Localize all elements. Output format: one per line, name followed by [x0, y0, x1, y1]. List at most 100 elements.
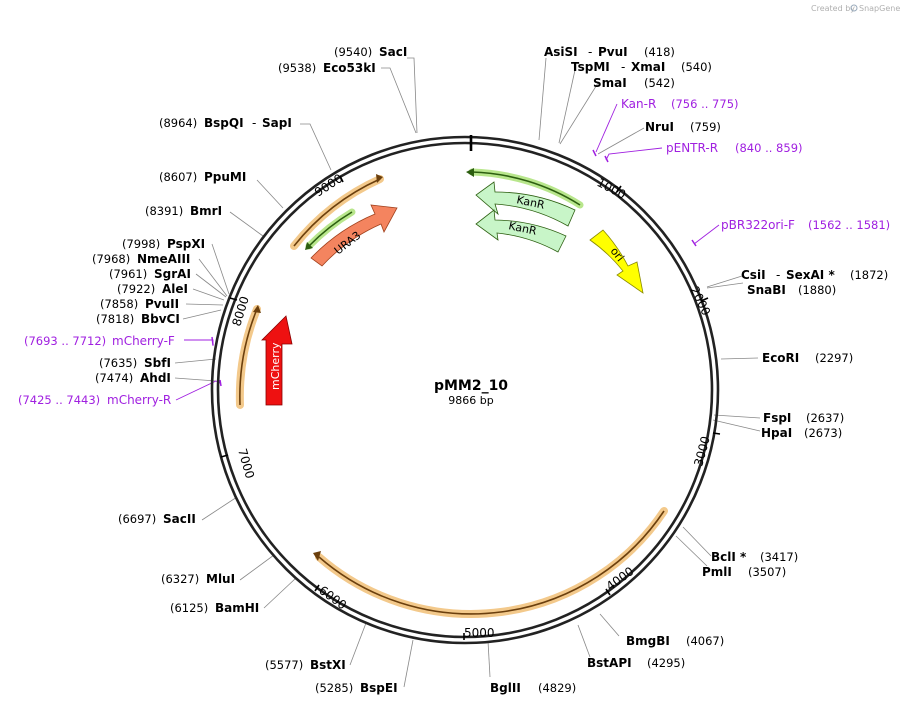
svg-text:PmlI: PmlI — [702, 565, 732, 579]
svg-text:(7635): (7635) — [99, 356, 137, 370]
plasmid-name: pMM2_10 — [434, 378, 508, 394]
enzyme-bamhi[interactable]: (6125) BamHI — [170, 601, 259, 615]
credit-prefix: Created by — [811, 4, 855, 13]
svg-text:(8391): (8391) — [145, 204, 183, 218]
enzyme-sacii[interactable]: (6697) SacII — [118, 512, 196, 526]
enzyme-ecori[interactable]: EcoRI (2297) — [762, 351, 853, 365]
svg-text:(540): (540) — [681, 60, 712, 74]
svg-text:(9540): (9540) — [334, 45, 372, 59]
svg-text:(7998): (7998) — [122, 237, 160, 251]
primer-mcherry-r[interactable]: (7425 .. 7443) mCherry-R — [18, 393, 171, 407]
enzyme-tspmi[interactable]: TspMI - XmaI (540) — [571, 60, 712, 74]
enzyme-bglii[interactable]: BglII (4829) — [490, 681, 576, 695]
enzyme-saci[interactable]: (9540) SacI — [334, 45, 407, 59]
enzyme-asisi[interactable]: AsiSI - PvuI (418) — [544, 45, 675, 59]
enzyme-ppumi[interactable]: (8607) PpuMI — [159, 170, 246, 184]
svg-text:SbfI: SbfI — [144, 356, 171, 370]
svg-text:(6125): (6125) — [170, 601, 208, 615]
svg-text:(6327): (6327) — [161, 572, 199, 586]
enzyme-snabi[interactable]: SnaBI (1880) — [747, 283, 836, 297]
svg-text:SacI: SacI — [379, 45, 407, 59]
svg-text:mCherry-R: mCherry-R — [107, 393, 171, 407]
enzyme-nmeaiii[interactable]: (7968) NmeAIII — [92, 252, 190, 266]
orf-arc-large-head — [313, 551, 321, 561]
svg-text:(2637): (2637) — [806, 411, 844, 425]
primer-pentr-r[interactable]: pENTR-R (840 .. 859) — [666, 141, 803, 155]
svg-text:BspEI: BspEI — [360, 681, 398, 695]
enzyme-eco53ki[interactable]: (9538) Eco53kI — [278, 61, 376, 75]
tick-label-2000: 2000 — [687, 284, 713, 318]
enzyme-pvuii[interactable]: (7858) PvuII — [100, 297, 179, 311]
svg-text:(7961): (7961) — [109, 267, 147, 281]
svg-text:TspMI: TspMI — [571, 60, 610, 74]
svg-text:(5577): (5577) — [265, 658, 303, 672]
svg-text:BstXI: BstXI — [310, 658, 346, 672]
svg-text:-: - — [621, 60, 625, 74]
enzyme-sbfi[interactable]: (7635) SbfI — [99, 356, 171, 370]
svg-text:AsiSI: AsiSI — [544, 45, 578, 59]
enzyme-bstxi[interactable]: (5577) BstXI — [265, 658, 346, 672]
primer-mcherry-f[interactable]: (7693 .. 7712) mCherry-F — [24, 334, 175, 348]
feature-kanr-1: KanR — [475, 181, 576, 227]
svg-text:(1880): (1880) — [798, 283, 836, 297]
primer-leaders — [175, 103, 720, 401]
enzyme-bspqi[interactable]: (8964) BspQI - SapI — [159, 116, 292, 130]
svg-text:Kan-R: Kan-R — [621, 97, 656, 111]
svg-text:(2297): (2297) — [815, 351, 853, 365]
svg-text:-: - — [252, 116, 256, 130]
svg-text:(1562 .. 1581): (1562 .. 1581) — [808, 218, 890, 232]
position-ticks — [220, 175, 721, 640]
svg-text:BspQI: BspQI — [204, 116, 244, 130]
enzyme-smai[interactable]: SmaI (542) — [593, 76, 675, 90]
svg-text:(4829): (4829) — [538, 681, 576, 695]
tick-label-7000: 7000 — [235, 447, 257, 480]
svg-text:EcoRI: EcoRI — [762, 351, 799, 365]
svg-text:SgrAI: SgrAI — [154, 267, 191, 281]
enzyme-pmli[interactable]: PmlI (3507) — [702, 565, 786, 579]
svg-text:(4295): (4295) — [647, 656, 685, 670]
enzyme-bmri[interactable]: (8391) BmrI — [145, 204, 222, 218]
enzyme-fspi[interactable]: FspI (2637) — [763, 411, 844, 425]
svg-text:mCherry-F: mCherry-F — [112, 334, 175, 348]
enzyme-nrui[interactable]: NruI (759) — [645, 120, 721, 134]
enzyme-pspxi[interactable]: (7998) PspXI — [122, 237, 205, 251]
plasmid-length: 9866 bp — [448, 394, 493, 407]
orf-arcs — [235, 168, 668, 618]
svg-text:AleI: AleI — [162, 282, 188, 296]
svg-text:(7474): (7474) — [95, 371, 133, 385]
enzyme-csii[interactable]: CsiI - SexAI * (1872) — [741, 268, 888, 282]
svg-text:BbvCI: BbvCI — [141, 312, 180, 326]
enzyme-bspei[interactable]: (5285) BspEI — [315, 681, 398, 695]
svg-text:AhdI: AhdI — [140, 371, 171, 385]
svg-text:BamHI: BamHI — [215, 601, 259, 615]
enzyme-hpai[interactable]: HpaI (2673) — [761, 426, 842, 440]
tick-label-6000: 6000 — [316, 583, 349, 612]
feature-ori: ori — [589, 229, 644, 294]
svg-text:XmaI: XmaI — [631, 60, 665, 74]
features: URA3 mCherry KanR KanR ori — [261, 181, 644, 406]
svg-text:FspI: FspI — [763, 411, 791, 425]
enzyme-bbvci[interactable]: (7818) BbvCI — [96, 312, 180, 326]
plasmid-backbone — [210, 135, 720, 645]
enzyme-bcli[interactable]: BclI * (3417) — [711, 550, 798, 564]
feature-label-mcherry: mCherry — [269, 342, 282, 390]
enzyme-bstapi[interactable]: BstAPI (4295) — [587, 656, 685, 670]
enzyme-ahdi[interactable]: (7474) AhdI — [95, 371, 171, 385]
svg-text:BglII: BglII — [490, 681, 521, 695]
svg-text:(9538): (9538) — [278, 61, 316, 75]
primer-labels: Kan-R (756 .. 775) pENTR-R (840 .. 859) … — [18, 97, 890, 407]
enzyme-mlui[interactable]: (6327) MluI — [161, 572, 235, 586]
svg-text:SmaI: SmaI — [593, 76, 627, 90]
enzyme-sgrai[interactable]: (7961) SgrAI — [109, 267, 191, 281]
enzyme-alei[interactable]: (7922) AleI — [117, 282, 188, 296]
svg-text:(8607): (8607) — [159, 170, 197, 184]
orf-arc-ura3-head — [305, 242, 313, 250]
svg-text:PvuI: PvuI — [598, 45, 628, 59]
primer-kan-r[interactable]: Kan-R (756 .. 775) — [621, 97, 739, 111]
svg-text:(6697): (6697) — [118, 512, 156, 526]
svg-text:-: - — [588, 45, 592, 59]
primer-pbr322ori-f[interactable]: pBR322ori-F (1562 .. 1581) — [721, 218, 890, 232]
svg-text:MluI: MluI — [206, 572, 235, 586]
svg-text:SexAI *: SexAI * — [786, 268, 835, 282]
enzyme-bmgbi[interactable]: BmgBI (4067) — [626, 634, 724, 648]
